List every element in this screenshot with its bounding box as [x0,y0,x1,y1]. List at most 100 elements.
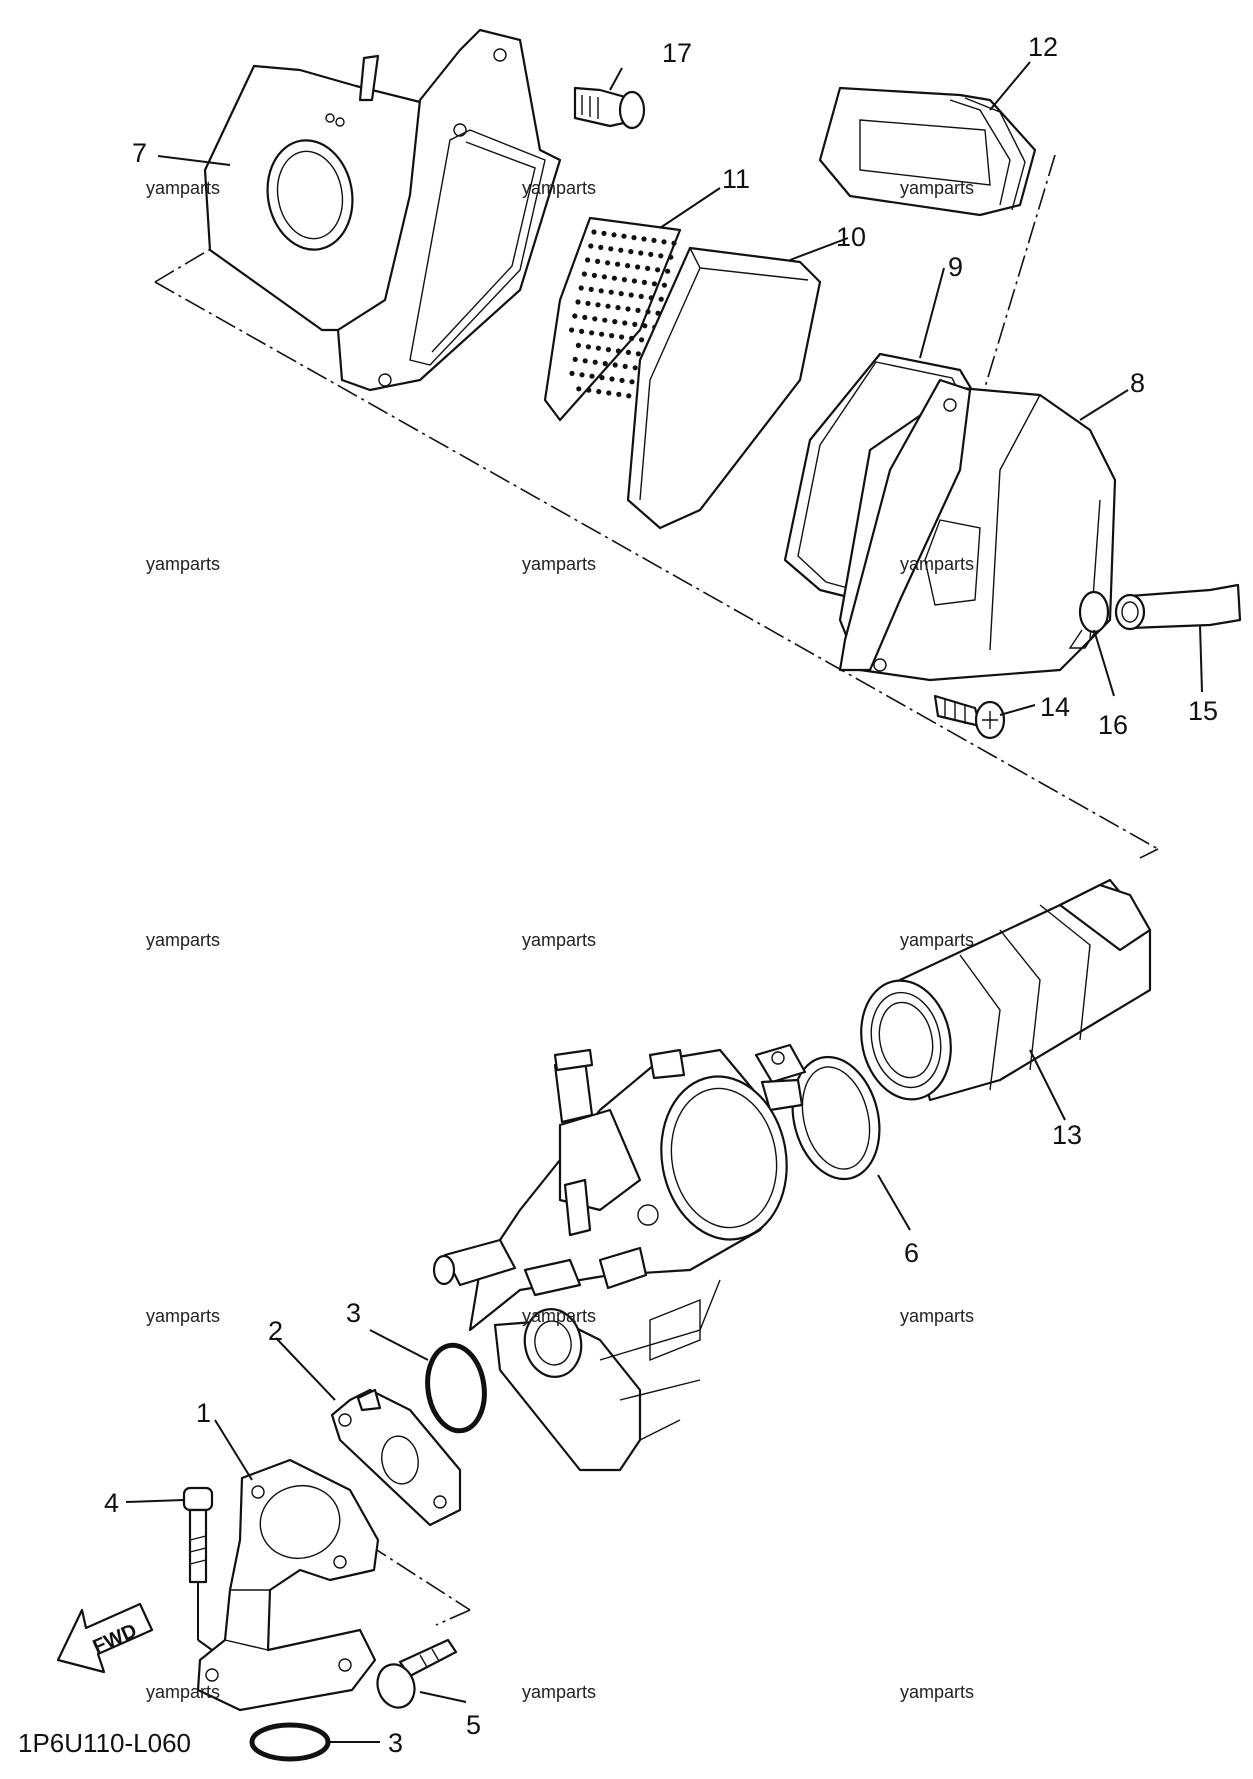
mesh-dot [638,293,644,299]
mesh-dot [608,289,614,295]
mesh-dot [615,305,621,311]
mesh-dot [579,328,585,334]
mesh-dot [605,303,611,309]
mesh-dot [632,365,638,371]
mesh-dot [609,333,615,339]
air-box-case-icon [203,28,562,392]
watermark: yamparts [522,930,596,950]
callout-6: 6 [904,1238,919,1268]
mesh-dot [661,239,667,245]
mesh-dot [585,344,592,350]
callout-9: 9 [948,252,963,282]
mesh-dot [639,337,645,343]
mesh-dot [605,347,612,353]
callout-5: 5 [466,1710,481,1740]
mesh-dot [585,257,591,263]
watermark: yamparts [900,554,974,574]
watermark: yamparts [522,1682,596,1702]
hose-clamp-icon [754,1043,881,1181]
socket-bolt-icon [376,1638,458,1709]
leader-lines [125,61,1203,1743]
mesh-dot [635,351,642,357]
callout-16: 16 [1098,710,1128,740]
mesh-dot [641,279,648,285]
mesh-dot [631,278,638,284]
watermark: yamparts [522,178,596,198]
mesh-dot [629,379,635,385]
mesh-dot [575,299,581,305]
flange-bolt-icon [573,86,646,130]
callout-7: 7 [132,138,147,168]
mesh-dot [579,372,585,378]
mesh-dot [645,309,651,315]
mesh-dot [622,363,628,369]
mesh-dot [671,240,677,246]
mesh-dot [621,277,628,283]
callout-2: 2 [268,1316,283,1346]
mesh-dot [606,390,612,396]
mesh-dot [625,263,631,269]
o-ring-icon [249,1722,331,1762]
mesh-dot [588,286,594,292]
callout-4: 4 [104,1488,119,1518]
watermark: yamparts [146,1306,220,1326]
watermark: yamparts [522,554,596,574]
mesh-dot [661,282,668,288]
mesh-dot [602,317,608,323]
mesh-dot [578,285,584,291]
screw-icon [933,694,1006,740]
mesh-dot [615,348,622,354]
mesh-dot [628,249,634,255]
mesh-dot [621,233,627,239]
callout-11: 11 [722,164,750,194]
mesh-dot [575,342,582,348]
mesh-dot [576,386,582,392]
mesh-dot [635,264,641,270]
mesh-dot [619,334,625,340]
mesh-dot [609,376,615,382]
mesh-dot [619,377,625,383]
mesh-dot [668,254,674,260]
mesh-dot [595,345,602,351]
mesh-dot [572,356,578,362]
mesh-dot [625,349,632,355]
mesh-dot [611,232,617,238]
mesh-dot [591,229,597,235]
mesh-dot [648,295,654,301]
mesh-dot [618,291,624,297]
mesh-dot [635,307,641,313]
mesh-dot [572,313,578,319]
watermark: yamparts [522,1306,596,1326]
callout-3b: 3 [388,1728,403,1758]
mesh-dot [615,261,621,267]
mesh-dot [629,335,635,341]
callout-numbers: 1 2 3 3 4 5 6 7 8 9 10 11 12 13 14 15 16… [104,32,1218,1758]
filter-element-icon [626,246,822,530]
mesh-dot [605,260,611,266]
mesh-dot [665,268,671,274]
mesh-dot [612,362,618,368]
watermark: yamparts [900,178,974,198]
mesh-dot [599,331,605,337]
mesh-dot [641,236,647,242]
mesh-dot [595,302,601,308]
mesh-dot [582,358,588,364]
mesh-dot [585,300,591,306]
watermark: yamparts [900,1682,974,1702]
mesh-dot [588,243,594,249]
watermark: yamparts [146,1682,220,1702]
mesh-dot [658,296,664,302]
mesh-dot [628,292,634,298]
mesh-dot [592,316,598,322]
mesh-dot [645,265,651,271]
mesh-dot [638,250,644,256]
forward-arrow-icon: FWD [56,1602,154,1674]
watermark: yamparts [146,930,220,950]
filter-screen-icon [543,216,682,422]
callout-3a: 3 [346,1298,361,1328]
mesh-dot [581,271,588,277]
watermark: yamparts [146,178,220,198]
mesh-dot [595,258,601,264]
mesh-dot [658,253,664,259]
